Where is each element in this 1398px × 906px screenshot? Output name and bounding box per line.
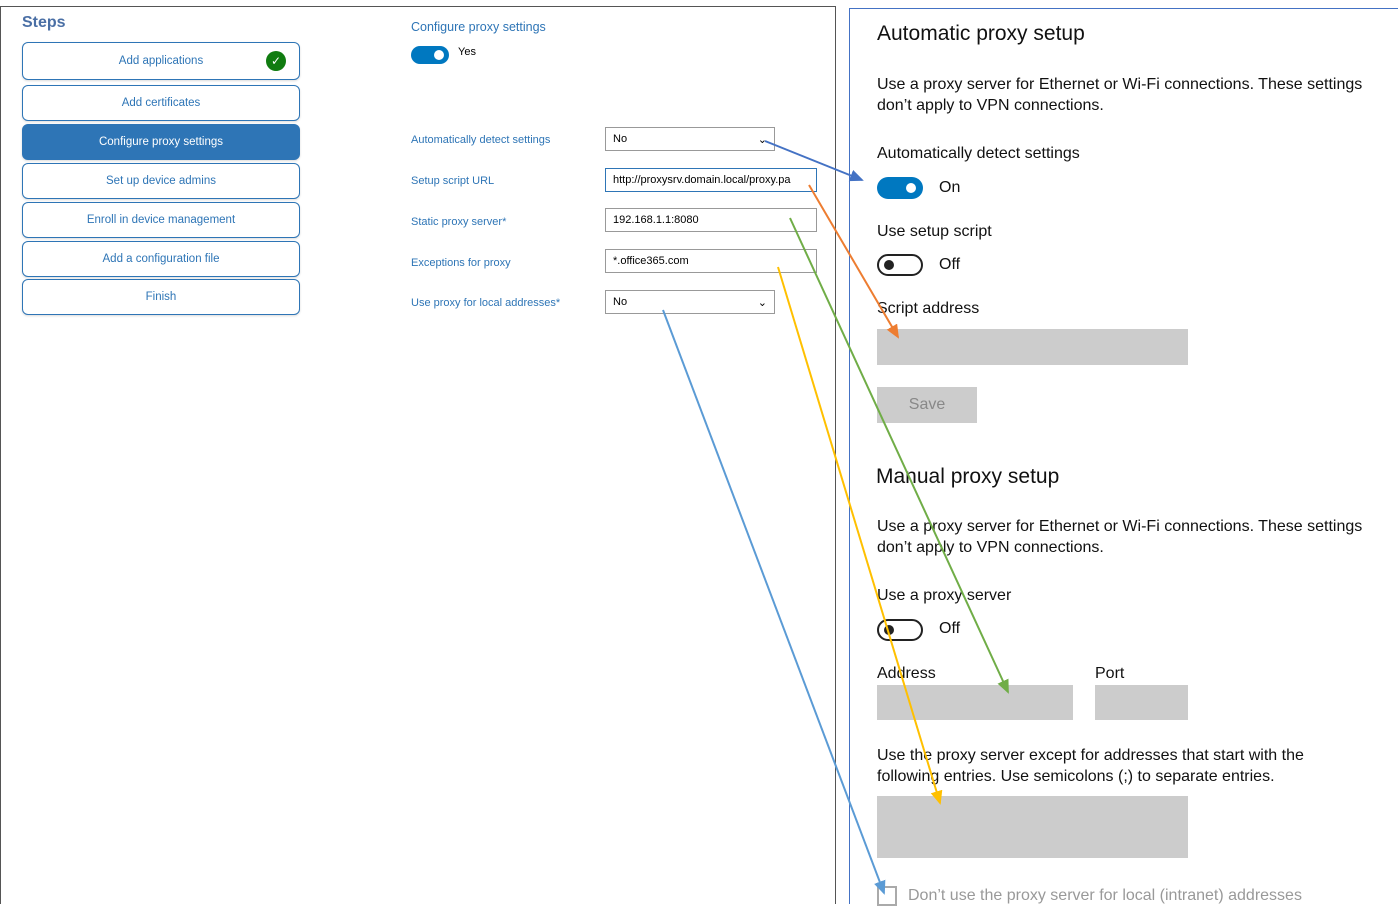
local-checkbox[interactable]	[877, 886, 897, 906]
steps-title: Steps	[22, 14, 66, 31]
step-add-applications[interactable]: Add applications ✓	[22, 42, 300, 80]
step-label: Set up device admins	[106, 175, 216, 187]
step-label: Enroll in device management	[86, 214, 236, 226]
static-proxy-input[interactable]: 192.168.1.1:8080	[605, 208, 817, 232]
auto-detect-label: Automatically detect settings	[411, 134, 551, 146]
step-label: Configure proxy settings	[98, 136, 223, 148]
auto-setup-desc: Use a proxy server for Ethernet or Wi-Fi…	[877, 76, 1363, 114]
auto-detect-select[interactable]: No ⌄	[605, 127, 775, 151]
script-toggle[interactable]	[877, 254, 923, 276]
port-label: Port	[1095, 665, 1125, 682]
select-value: No	[613, 296, 628, 308]
script-label: Use setup script	[877, 223, 992, 240]
use-proxy-state: Off	[939, 620, 961, 637]
step-label: Add certificates	[121, 97, 201, 109]
address-input[interactable]	[877, 685, 1073, 720]
required-mark: *	[555, 297, 561, 309]
address-label: Address	[877, 665, 936, 682]
script-url-input[interactable]: http://proxysrv.domain.local/proxy.pa	[605, 168, 817, 192]
label-text: Static proxy server	[411, 216, 503, 228]
port-input[interactable]	[1095, 685, 1188, 720]
detect-state: On	[939, 179, 961, 196]
static-proxy-label: Static proxy server*	[411, 216, 506, 228]
label-text: Use proxy for local addresses	[411, 297, 556, 309]
exceptions-desc: Use the proxy server except for addresse…	[877, 747, 1304, 785]
manual-setup-desc: Use a proxy server for Ethernet or Wi-Fi…	[877, 518, 1363, 556]
step-label: Add applications	[118, 55, 204, 67]
step-add-certificates[interactable]: Add certificates	[22, 85, 300, 121]
chevron-down-icon: ⌄	[757, 296, 767, 309]
required-mark: *	[502, 216, 507, 228]
detect-label: Automatically detect settings	[877, 145, 1080, 162]
step-finish[interactable]: Finish	[22, 279, 300, 315]
step-label: Finish	[145, 291, 177, 303]
local-addresses-label: Use proxy for local addresses*	[411, 297, 560, 309]
chevron-down-icon: ⌄	[757, 133, 767, 146]
auto-setup-title: Automatic proxy setup	[877, 22, 1085, 45]
input-value: 192.168.1.1:8080	[613, 214, 699, 226]
step-enroll[interactable]: Enroll in device management	[22, 202, 300, 238]
manual-setup-title: Manual proxy setup	[876, 465, 1060, 488]
local-addresses-select[interactable]: No ⌄	[605, 290, 775, 314]
input-value: http://proxysrv.domain.local/proxy.pa	[613, 174, 791, 186]
input-value: *.office365.com	[613, 255, 689, 267]
config-title: Configure proxy settings	[411, 20, 546, 34]
script-state: Off	[939, 256, 961, 273]
exceptions-input[interactable]: *.office365.com	[605, 249, 817, 273]
exceptions-textarea[interactable]	[877, 796, 1188, 858]
use-proxy-label: Use a proxy server	[877, 587, 1012, 604]
detect-toggle[interactable]	[877, 177, 923, 199]
script-url-label: Setup script URL	[411, 175, 495, 187]
toggle-label: Yes	[458, 46, 476, 58]
select-value: No	[613, 133, 628, 145]
script-address-input[interactable]	[877, 329, 1188, 365]
script-address-label: Script address	[877, 300, 980, 317]
step-label: Add a configuration file	[102, 253, 220, 265]
save-button[interactable]: Save	[877, 387, 977, 423]
use-proxy-toggle[interactable]	[877, 619, 923, 641]
local-checkbox-label: Don’t use the proxy server for local (in…	[908, 887, 1302, 904]
step-device-admins[interactable]: Set up device admins	[22, 163, 300, 199]
checkmark-icon: ✓	[266, 51, 286, 71]
step-config-file[interactable]: Add a configuration file	[22, 241, 300, 277]
exceptions-label: Exceptions for proxy	[411, 257, 511, 269]
configure-proxy-toggle[interactable]	[411, 46, 449, 64]
step-configure-proxy[interactable]: Configure proxy settings	[22, 124, 300, 160]
